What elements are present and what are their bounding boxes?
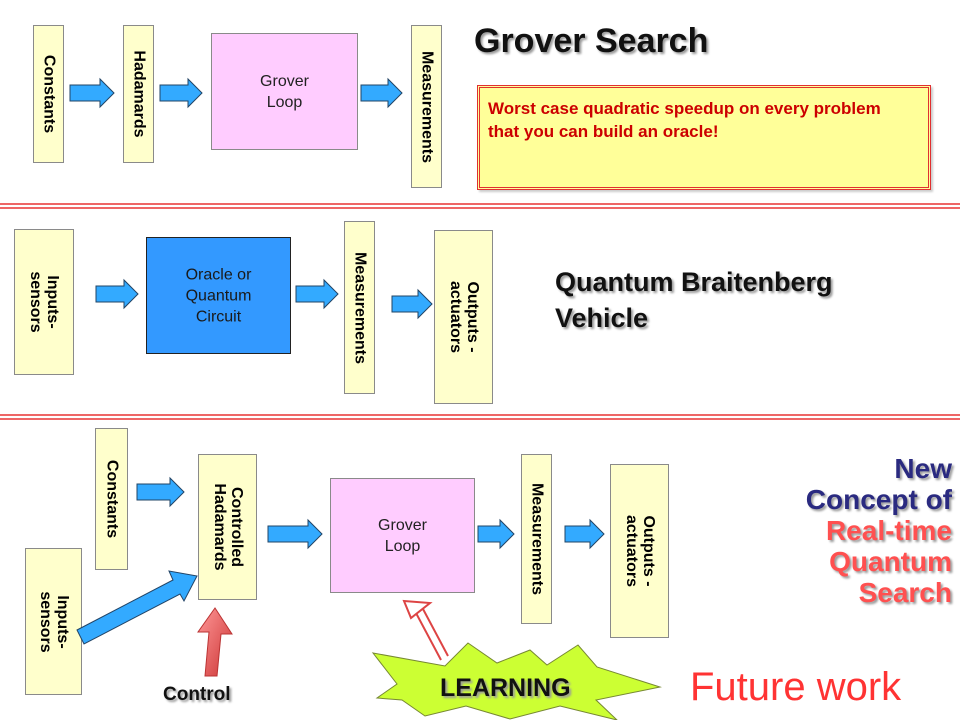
- arrow-right: [159, 77, 203, 109]
- inputs-sensors-box: Inputs- sensors: [14, 229, 74, 375]
- arrow-diagonal-input: [76, 570, 198, 645]
- new-concept-block: New Concept of Real-time Quantum Search: [806, 453, 952, 608]
- oracle-box: Oracle or Quantum Circuit: [146, 237, 291, 354]
- constants-box: Constants: [33, 25, 64, 163]
- callout-box: Worst case quadratic speedup on every pr…: [477, 85, 931, 190]
- arrow-right: [564, 518, 605, 550]
- oracle-label: Oracle or Quantum Circuit: [185, 266, 252, 325]
- control-arrow: [197, 607, 233, 677]
- arrow-right: [95, 278, 139, 310]
- grover-loop-box-3: Grover Loop: [330, 478, 475, 593]
- future-work-label: Future work: [690, 665, 902, 709]
- concept-line-quantum: Quantum: [806, 546, 952, 577]
- control-label: Control: [163, 684, 231, 705]
- grover-search-title: Grover Search: [474, 22, 709, 60]
- concept-line-new: New: [806, 453, 952, 484]
- concept-line-realtime: Real-time: [806, 515, 952, 546]
- outputs-actuators-box: Outputs - actuators: [434, 230, 493, 404]
- outputs-actuators-box-3: Outputs - actuators: [610, 464, 669, 638]
- measurements-box-3: Measurements: [521, 454, 552, 624]
- learning-label: LEARNING: [440, 674, 571, 702]
- controlled-hadamards-box: Controlled Hadamards: [198, 454, 257, 600]
- divider-top: [0, 203, 960, 209]
- concept-word-concept: Concept: [805, 484, 918, 515]
- concept-word-of: of: [925, 484, 952, 515]
- arrow-right: [477, 518, 515, 550]
- arrow-right: [69, 77, 115, 109]
- arrow-right: [391, 288, 433, 320]
- grover-loop-box: Grover Loop: [211, 33, 358, 150]
- divider-bottom: [0, 414, 960, 420]
- braitenberg-title-line2: Vehicle: [555, 303, 649, 333]
- measurements-box-2: Measurements: [344, 221, 375, 394]
- callout-text: Worst case quadratic speedup on every pr…: [488, 99, 881, 141]
- measurements-box: Measurements: [411, 25, 442, 188]
- concept-word-search: Search: [858, 577, 952, 608]
- inputs-sensors-box-3: Inputs- sensors: [25, 548, 82, 695]
- arrow-right: [360, 77, 403, 109]
- learning-star: [371, 642, 662, 720]
- concept-line-concept: Concept of: [806, 484, 952, 515]
- constants-box-3: Constants: [95, 428, 128, 570]
- concept-word-realtime: Real-time: [825, 515, 952, 546]
- concept-word-new: New: [894, 453, 952, 484]
- concept-line-search: Search: [806, 577, 952, 608]
- arrow-right: [267, 518, 323, 550]
- concept-word-quantum: Quantum: [829, 546, 952, 577]
- grover-loop-label-3: Grover Loop: [378, 516, 427, 555]
- learning-arrow: [402, 599, 449, 661]
- grover-loop-label: Grover Loop: [260, 72, 309, 111]
- arrow-right: [136, 476, 185, 508]
- arrow-right: [295, 278, 339, 310]
- hadamards-box: Hadamards: [123, 25, 154, 163]
- braitenberg-title-line1: Quantum Braitenberg: [555, 267, 833, 297]
